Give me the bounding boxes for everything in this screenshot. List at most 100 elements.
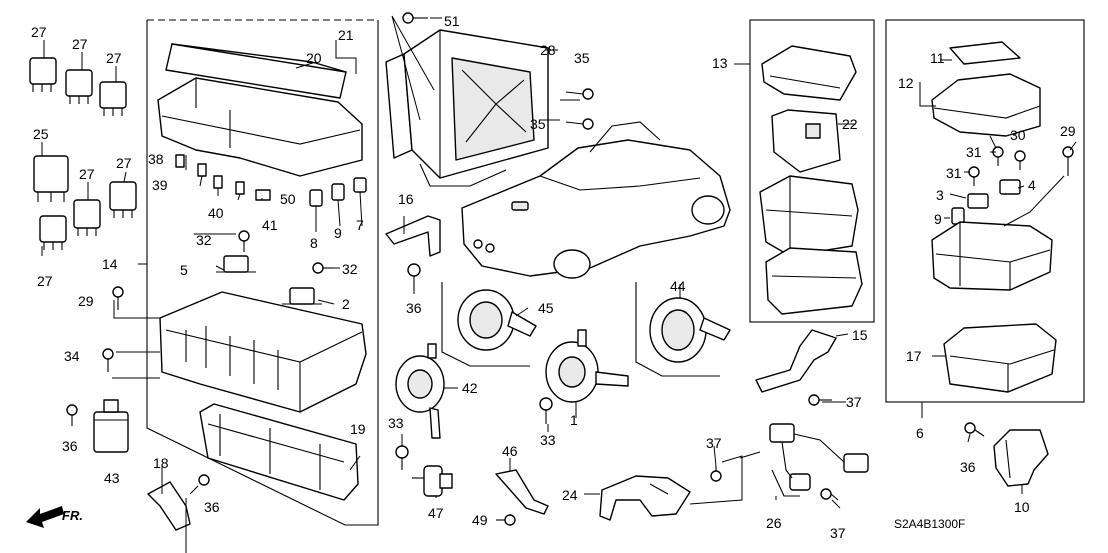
fuse-box-cover	[157, 77, 363, 177]
callout-20: 20	[306, 50, 322, 66]
callout-40: 40	[208, 205, 224, 221]
control-unit-28	[385, 29, 549, 187]
bolt-35-lower	[565, 118, 594, 130]
relay-27-bottom	[39, 215, 67, 250]
bolt-31-upper	[992, 146, 1004, 166]
callout-7: 7	[356, 217, 364, 233]
fuse-box-13-lower	[765, 247, 863, 315]
callout-17: 17	[906, 348, 922, 364]
callout-29: 29	[1060, 123, 1076, 139]
callout-42: 42	[462, 380, 478, 396]
callout-37: 37	[846, 394, 862, 410]
callout-24: 24	[562, 487, 578, 503]
fuse-box-6-frame	[885, 19, 1085, 403]
bolt-29-left	[112, 286, 124, 310]
callout-9: 9	[334, 225, 342, 241]
relay-5	[216, 255, 256, 273]
callout-33: 33	[540, 432, 556, 448]
callout-34: 34	[64, 348, 80, 364]
callout-27: 27	[116, 155, 132, 171]
callout-labels: 27 27 27 25 27 27 27 14 29 34 36 43 18 3…	[31, 13, 1076, 541]
callout-27: 27	[72, 36, 88, 52]
bolt-32-left	[238, 230, 250, 252]
label-sheet-11	[949, 41, 1021, 65]
callout-26: 26	[766, 515, 782, 531]
relay-27-top-right	[99, 81, 127, 116]
callout-29: 29	[78, 293, 94, 309]
callout-33: 33	[388, 415, 404, 431]
main-assembly-frame	[146, 19, 379, 526]
label-sheet-20	[165, 43, 347, 99]
callout-47: 47	[428, 505, 444, 521]
callout-36: 36	[960, 459, 976, 475]
bracket-16	[385, 215, 441, 257]
bracket-18	[147, 481, 191, 531]
bolt-51	[402, 12, 428, 24]
callout-1: 1	[570, 412, 578, 428]
callout-28: 28	[540, 42, 556, 58]
callout-39: 39	[152, 177, 168, 193]
harness-26	[739, 423, 869, 497]
horn-44	[649, 297, 731, 363]
fuse-box-6-cover	[931, 73, 1041, 137]
callout-15: 15	[852, 327, 868, 343]
bolt-36-lower	[189, 474, 210, 495]
callout-37: 37	[706, 435, 722, 451]
callout-13: 13	[712, 55, 728, 71]
fuse-box-body	[159, 291, 367, 413]
bolt-36-left	[66, 404, 78, 426]
callout-10: 10	[1014, 499, 1030, 515]
relay-25	[33, 155, 69, 202]
callout-35: 35	[530, 116, 546, 132]
callout-16: 16	[398, 191, 414, 207]
callout-50: 50	[280, 191, 296, 207]
callout-49: 49	[472, 512, 488, 528]
bolt-37-bottom	[820, 488, 839, 501]
fuse-box-13-frame	[749, 19, 875, 323]
callout-31: 31	[966, 144, 982, 160]
callout-36: 36	[62, 438, 78, 454]
callout-6: 6	[916, 425, 924, 441]
bracket-46	[495, 469, 549, 515]
callout-32: 32	[342, 261, 358, 277]
callout-18: 18	[153, 455, 169, 471]
callout-12: 12	[898, 75, 914, 91]
bolt-35-upper	[565, 88, 594, 100]
relay-27-top-mid	[65, 69, 93, 104]
diagram-code: S2A4B1300F	[894, 517, 965, 531]
relay-2	[282, 287, 322, 305]
horn-1	[545, 329, 629, 403]
fuse-box-13-body	[759, 175, 859, 257]
callout-35: 35	[574, 50, 590, 66]
callout-27: 27	[31, 24, 47, 40]
callout-4: 4	[1028, 177, 1036, 193]
relay-4	[999, 179, 1021, 195]
relay-27-mid	[73, 199, 101, 236]
callout-9: 9	[934, 211, 942, 227]
callout-3: 3	[936, 187, 944, 203]
bracket-24	[599, 475, 691, 521]
horn-45	[457, 289, 537, 351]
front-direction-label: FR.	[62, 508, 83, 523]
relay-3	[967, 193, 989, 209]
fuse-box-6-body	[931, 221, 1053, 291]
lower-case-17	[943, 323, 1057, 393]
relay-43	[93, 399, 129, 453]
callout-22: 22	[842, 116, 858, 132]
callout-25: 25	[33, 126, 49, 142]
callout-5: 5	[180, 262, 188, 278]
callout-2: 2	[342, 296, 350, 312]
horn-bracket-frame	[441, 282, 720, 377]
callout-51: 51	[444, 13, 460, 29]
callout-19: 19	[350, 421, 366, 437]
horn-42	[395, 343, 445, 439]
bracket-15	[755, 329, 837, 393]
connector-47	[412, 465, 453, 497]
callout-45: 45	[538, 300, 554, 316]
front-direction-arrow-icon	[26, 506, 64, 528]
callout-30: 30	[1010, 127, 1026, 143]
callout-44: 44	[670, 278, 686, 294]
bolt-33-right	[539, 397, 553, 424]
bolt-34	[102, 348, 114, 372]
